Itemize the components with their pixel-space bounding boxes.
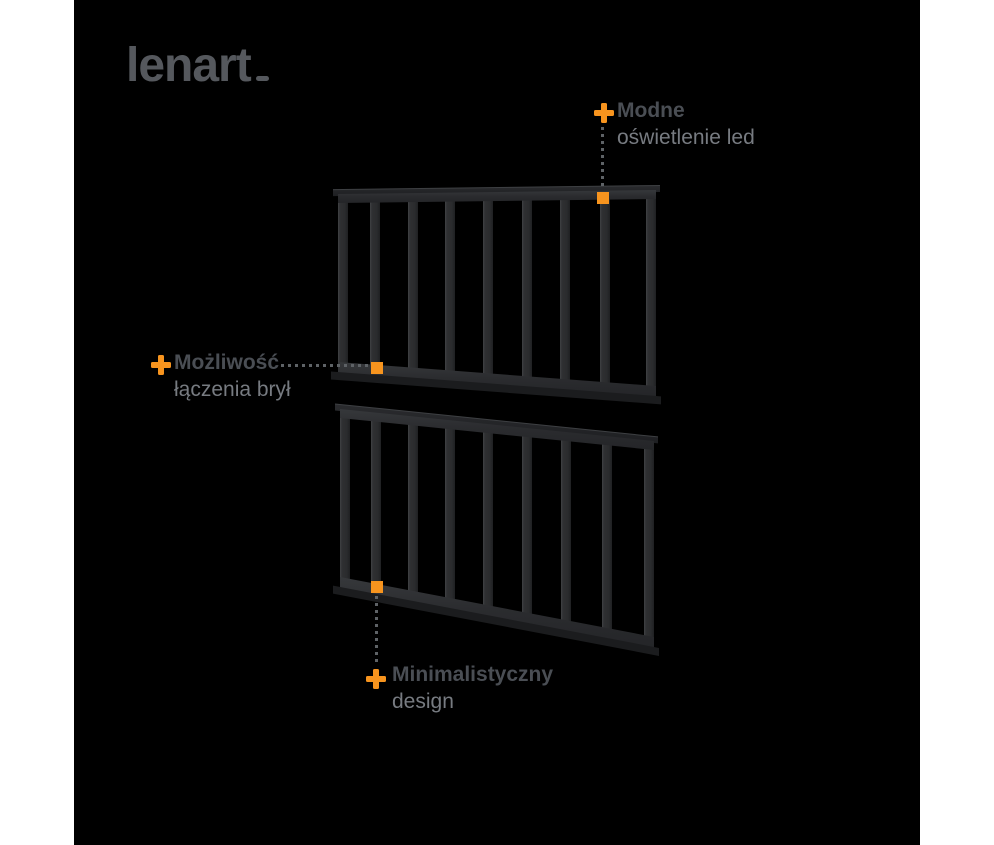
frame-slat: [340, 415, 350, 582]
frame-slat: [445, 198, 455, 374]
annotation-subtitle: oświetlenie led: [617, 126, 755, 149]
frame-slat: [483, 429, 493, 610]
connector-marker: [371, 362, 383, 374]
frame-slat: [646, 196, 656, 389]
wardrobe-frame-top: [331, 184, 661, 405]
annotation-subtitle: łączenia brył: [174, 378, 291, 401]
connector-dotted-line: [375, 596, 378, 664]
bottom-rail: [340, 577, 654, 648]
frame-slat: [408, 421, 418, 595]
frame-slat: [408, 198, 418, 372]
annotation-title: Możliwość: [174, 351, 280, 374]
annotation-subtitle: design: [392, 690, 454, 713]
frame-slat: [560, 197, 570, 383]
logo-dot-icon: [255, 76, 269, 81]
annotation-led-lighting: Modne oświetlenie led: [617, 97, 755, 151]
frame-slat: [644, 445, 654, 640]
brand-wordmark: lenart: [126, 39, 252, 92]
plus-icon: [151, 355, 171, 375]
annotation-title: Modne: [617, 99, 685, 122]
frame-slat: [522, 433, 532, 617]
annotation-minimalist-design: Minimalistyczny design: [392, 661, 553, 715]
top-rail: [340, 409, 654, 450]
bottom-plinth: [333, 585, 659, 656]
frame-slat: [370, 199, 380, 369]
wardrobe-frame-bottom: [333, 403, 659, 656]
bottom-rail: [338, 362, 656, 397]
bottom-plinth: [331, 371, 661, 405]
annotation-title: Minimalistyczny: [392, 663, 554, 686]
connector-dotted-line: [281, 364, 369, 367]
frame-slat: [371, 418, 381, 588]
plus-icon: [594, 103, 614, 123]
top-rail: [338, 190, 656, 203]
plus-icon: [366, 669, 386, 689]
frame-slat: [561, 437, 571, 625]
connector-marker: [371, 581, 383, 593]
frame-slat: [483, 198, 493, 377]
connector-marker: [597, 192, 609, 204]
annotation-joining-solids: Możliwość łączenia brył: [174, 349, 291, 403]
connector-dotted-line: [601, 127, 604, 189]
frame-slat: [445, 425, 455, 602]
frame-slat: [522, 197, 532, 380]
frame-slat: [600, 196, 610, 386]
frame-slat: [602, 441, 612, 632]
frame-slat: [338, 199, 348, 366]
brand-logo: lenart: [126, 38, 269, 93]
